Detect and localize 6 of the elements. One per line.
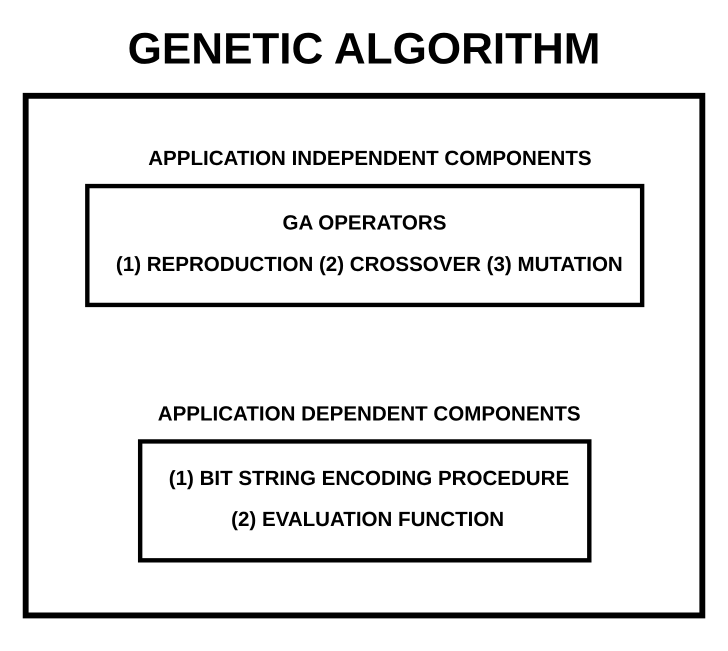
node-box: GA OPERATORS (1) REPRODUCTION (2) CROSSOVER (3) MUTATION <box>85 184 644 308</box>
node-label: APPLICATION INDEPENDENT COMPONENTS <box>148 147 592 170</box>
diagram-title: GENETIC ALGORITHM <box>128 24 600 74</box>
cluster <box>22 92 706 618</box>
node-box: (1) BIT STRING ENCODING PROCEDURE (2) EVALUATION FUNCTION <box>138 439 592 563</box>
node-label: APPLICATION DEPENDENT COMPONENTS <box>158 402 581 426</box>
